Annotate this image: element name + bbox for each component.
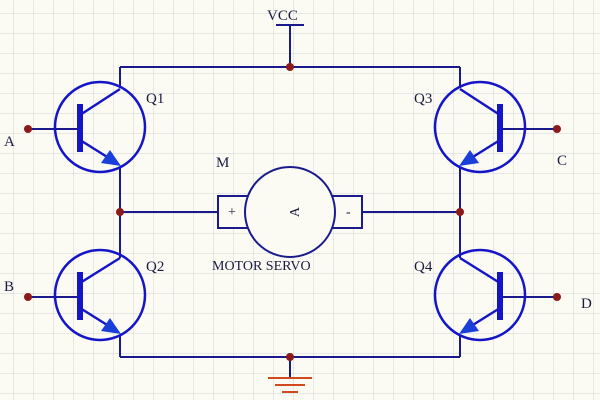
motor-body bbox=[244, 166, 336, 258]
motor-name-label: MOTOR SERVO bbox=[212, 259, 311, 274]
input-d-label: D bbox=[581, 296, 592, 312]
emitter-arrow-icon bbox=[101, 150, 121, 166]
transistor-q1 bbox=[53, 80, 147, 174]
emitter-arrow-icon bbox=[101, 318, 121, 334]
q1-label: Q1 bbox=[146, 91, 164, 107]
input-b-label: B bbox=[4, 279, 14, 295]
terminal-b-dot bbox=[24, 293, 32, 301]
ground-symbol bbox=[268, 377, 312, 393]
junctions bbox=[24, 63, 561, 361]
junction-dot bbox=[286, 353, 294, 361]
transistor-q2 bbox=[53, 248, 147, 342]
vcc-label: VCC bbox=[267, 8, 298, 24]
transistor-q4 bbox=[433, 248, 527, 342]
terminal-a-dot bbox=[24, 125, 32, 133]
terminal-d-dot bbox=[553, 293, 561, 301]
q2-label: Q2 bbox=[146, 259, 164, 275]
motor-plus-terminal bbox=[217, 195, 249, 229]
motor-plus-label: + bbox=[228, 205, 236, 220]
junction-dot bbox=[116, 208, 124, 216]
transistor-q3 bbox=[433, 80, 527, 174]
input-a-label: A bbox=[4, 134, 15, 150]
junction-dot bbox=[286, 63, 294, 71]
motor-ref-label: M bbox=[216, 155, 229, 171]
terminal-c-dot bbox=[553, 125, 561, 133]
q4-label: Q4 bbox=[414, 259, 433, 275]
junction-dot bbox=[456, 208, 464, 216]
motor-letter-label: A bbox=[288, 206, 303, 217]
motor bbox=[217, 166, 363, 258]
motor-minus-label: - bbox=[346, 205, 351, 220]
emitter-arrow-icon bbox=[459, 318, 479, 334]
input-c-label: C bbox=[557, 153, 567, 169]
emitter-arrow-icon bbox=[459, 150, 479, 166]
q3-label: Q3 bbox=[414, 91, 432, 107]
